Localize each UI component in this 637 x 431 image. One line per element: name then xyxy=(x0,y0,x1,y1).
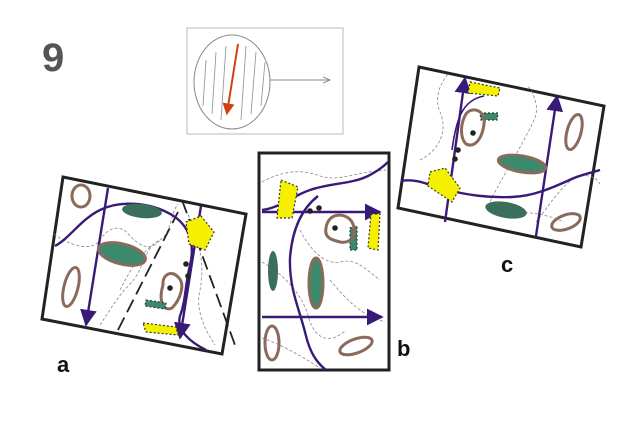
compass-icon xyxy=(193,34,271,130)
panel-label-b: b xyxy=(397,336,411,361)
panel-label-c: c xyxy=(501,252,514,277)
dot-marker-icon xyxy=(452,130,476,162)
panel-label-a: a xyxy=(57,352,70,377)
figure-number: 9 xyxy=(42,36,65,80)
dot-marker-icon xyxy=(167,261,191,291)
map-a xyxy=(40,175,248,356)
compass-panel xyxy=(186,27,344,135)
map-c xyxy=(396,65,606,249)
map-b xyxy=(257,151,391,372)
dot-marker-icon xyxy=(307,205,338,231)
north-arrow-icon xyxy=(222,43,239,116)
